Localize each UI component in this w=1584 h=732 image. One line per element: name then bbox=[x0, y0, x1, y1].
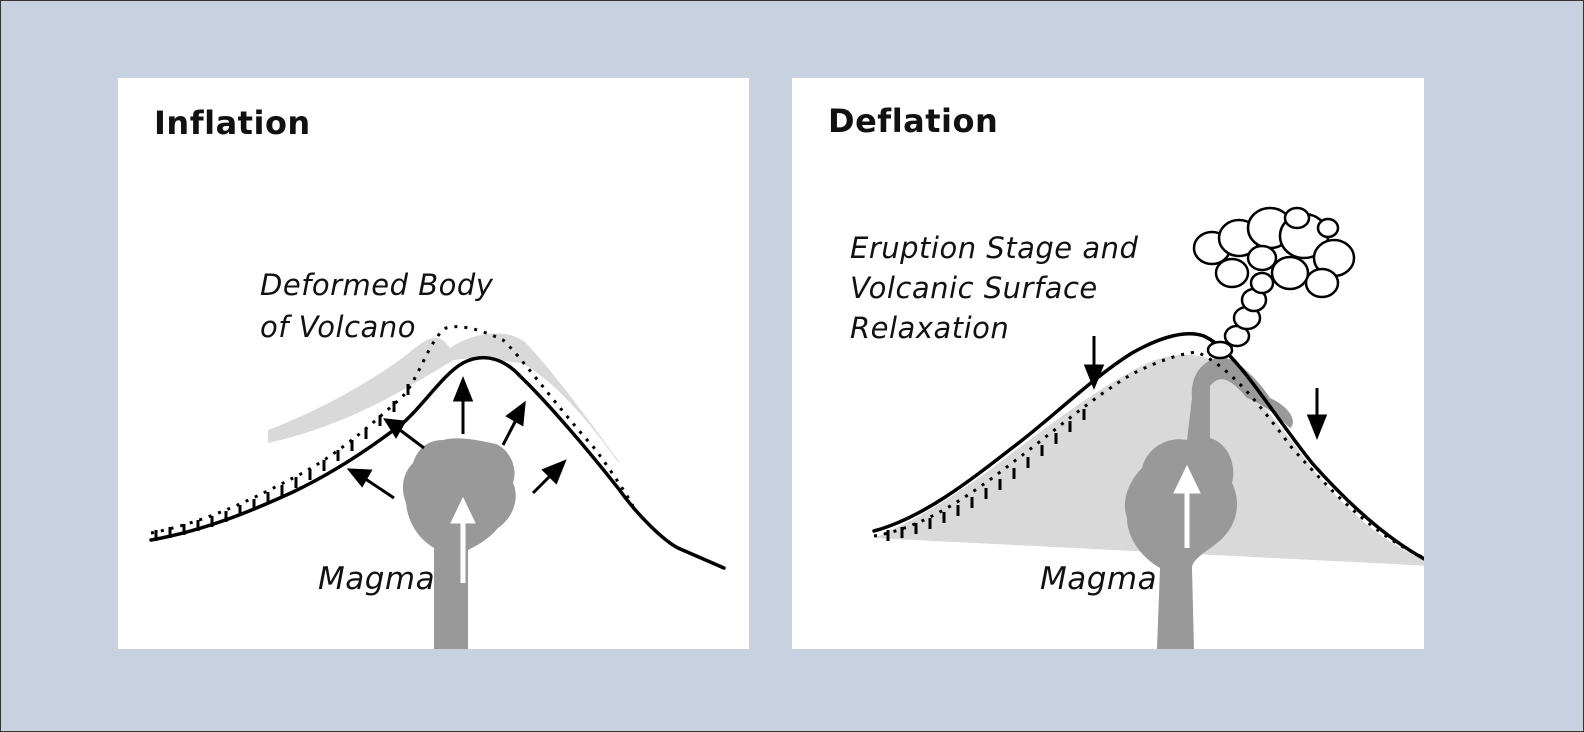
deformed-body-region bbox=[268, 333, 620, 463]
deflation-title: Deflation bbox=[828, 102, 999, 140]
magma-up-arrow bbox=[450, 496, 476, 583]
relaxed-surface-line bbox=[872, 332, 1424, 561]
eruption-label-line2: Volcanic Surface bbox=[850, 271, 1098, 305]
deformed-body-label-line2: of Volcano bbox=[260, 310, 416, 344]
magma-body bbox=[402, 438, 516, 649]
deformed-body-label-line1: Deformed Body bbox=[260, 268, 494, 302]
pressure-arrows bbox=[346, 375, 567, 500]
deflation-diagram bbox=[872, 206, 1424, 649]
original-surface-line bbox=[149, 355, 726, 570]
inflation-diagram bbox=[149, 325, 726, 649]
inflation-magma-label: Magma bbox=[318, 561, 436, 597]
magma-conduit bbox=[1124, 357, 1293, 649]
deflation-magma-label: Magma bbox=[1040, 561, 1158, 597]
eruption-label-line3: Relaxation bbox=[850, 311, 1010, 345]
deflation-panel: Deflation Eruption Stage and Volcanic Su… bbox=[792, 78, 1424, 649]
inflation-title: Inflation bbox=[154, 104, 311, 142]
hatch-ticks bbox=[154, 384, 410, 541]
magma-up-arrow bbox=[1173, 464, 1201, 548]
inflation-panel: Inflation Deformed Body of Volcano Magma bbox=[118, 78, 749, 649]
inflated-surface-line bbox=[150, 325, 635, 535]
hatch-ticks bbox=[886, 409, 1086, 541]
eruption-label-line1: Eruption Stage and bbox=[850, 231, 1139, 265]
subsidence-arrows bbox=[1083, 336, 1328, 441]
eruption-plume bbox=[1192, 206, 1356, 360]
